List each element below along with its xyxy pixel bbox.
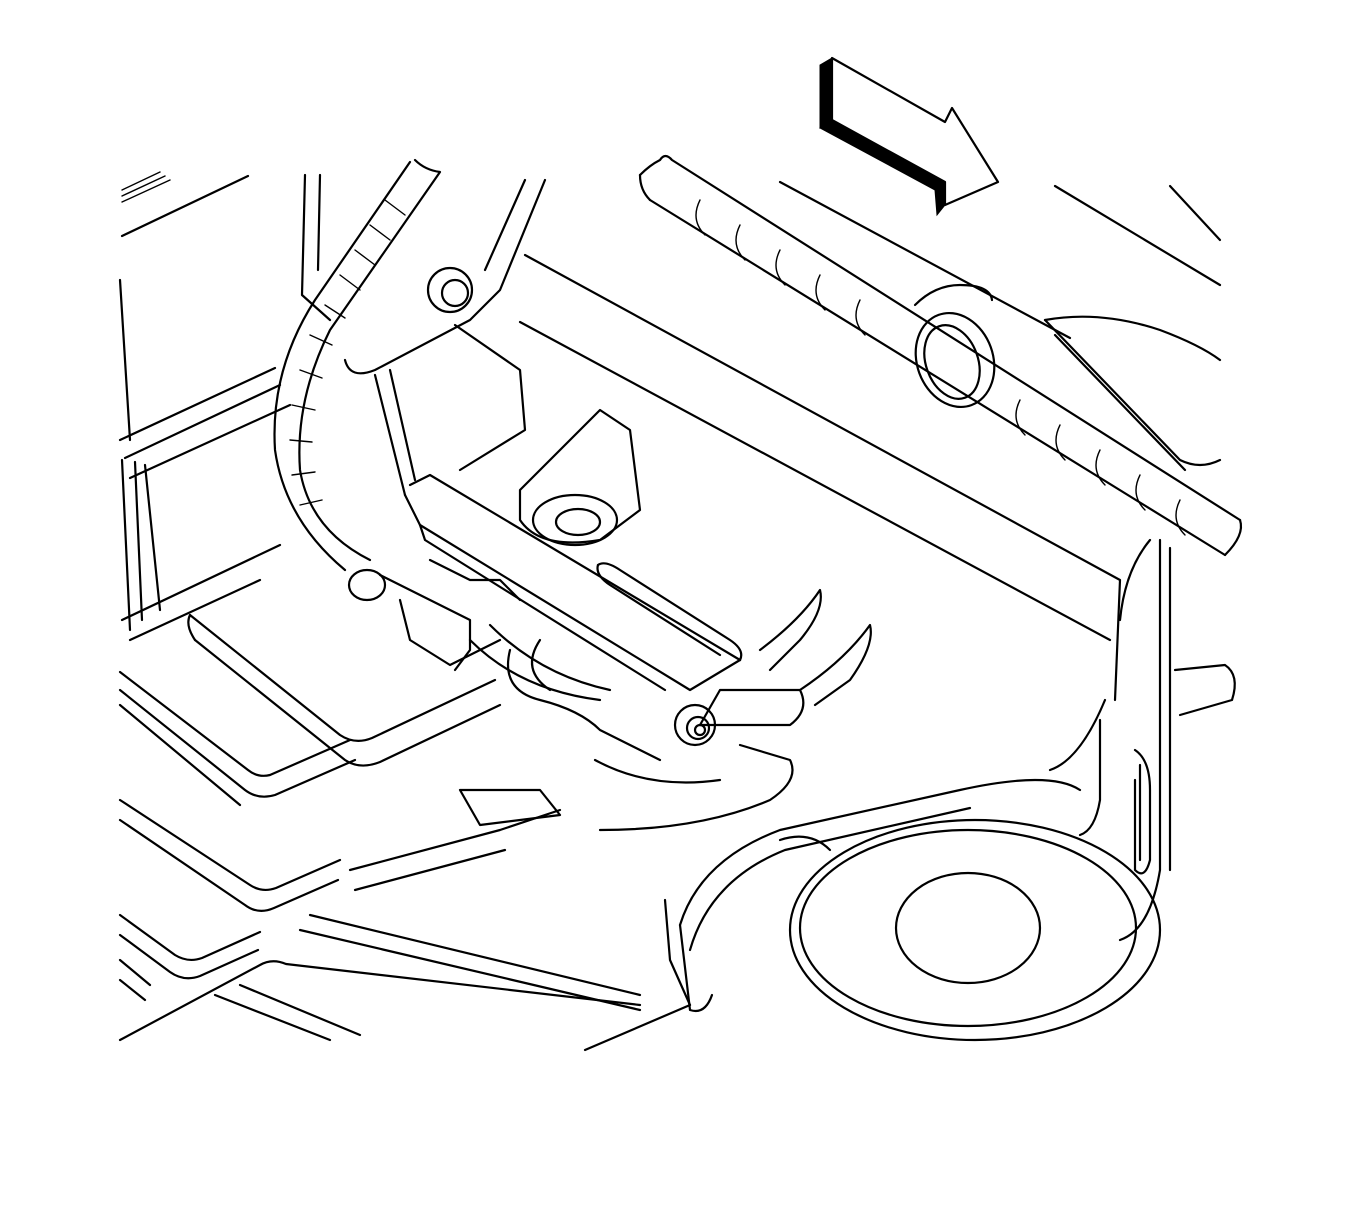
heat-shield-strip	[403, 473, 742, 692]
floor-pan-ribs	[118, 613, 692, 1052]
upper-frame-lines	[118, 171, 1222, 442]
upper-bracket	[300, 173, 547, 497]
housing-bolt-boss	[518, 408, 642, 547]
lower-shield-and-disc	[593, 743, 1162, 1042]
left-hose	[273, 158, 442, 572]
hex-nut	[673, 703, 717, 747]
tube-clip	[913, 283, 996, 409]
slot-hooks	[596, 562, 872, 727]
main-housing	[518, 253, 1172, 942]
right-bracket	[1043, 315, 1222, 472]
right-tube	[638, 154, 1243, 717]
left-wall-panel	[118, 366, 292, 642]
forward-direction-arrow-icon	[819, 56, 1000, 217]
connector-assembly	[347, 558, 662, 762]
